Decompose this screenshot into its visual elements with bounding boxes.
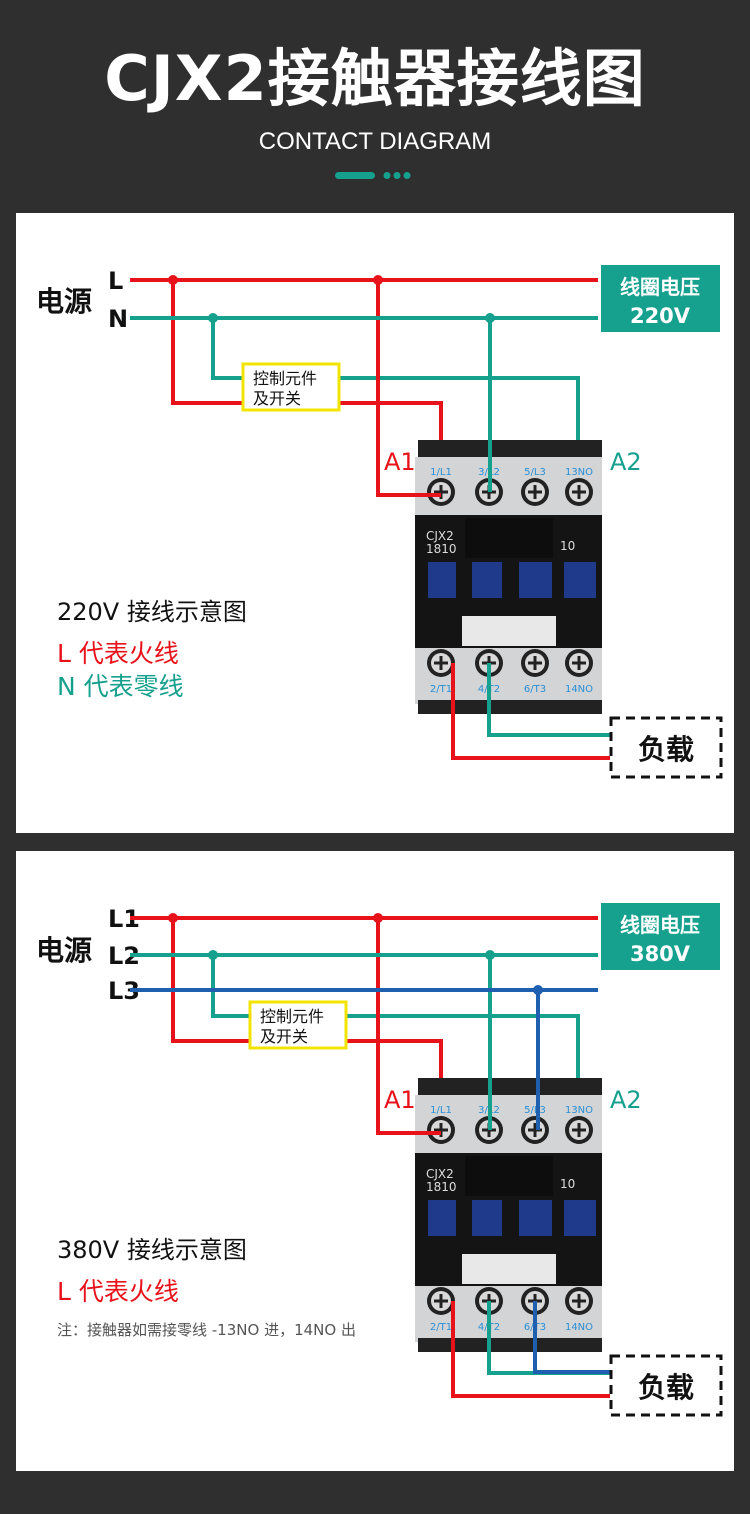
screw-cross bbox=[572, 485, 586, 499]
load-live-wire bbox=[451, 663, 610, 760]
junction-dot bbox=[208, 950, 218, 960]
contactor-aux-contacts: 10 bbox=[560, 539, 575, 553]
control-neutral-wire bbox=[211, 318, 580, 458]
top-terminal-label: 13NO bbox=[565, 1105, 593, 1116]
top-terminal-label: 1/L1 bbox=[430, 1105, 452, 1116]
screw-cross bbox=[528, 485, 542, 499]
screw-cross bbox=[528, 656, 542, 670]
bottom-terminal-label: 2/T1 bbox=[430, 1322, 452, 1333]
coil-voltage-label: 线圈电压 bbox=[620, 275, 700, 299]
contactor-blue-block bbox=[472, 562, 502, 598]
contactor-model: CJX2 bbox=[426, 529, 454, 543]
a2-label: A2 bbox=[610, 448, 642, 476]
junction-dot bbox=[485, 313, 495, 323]
screw-cross bbox=[434, 1294, 448, 1308]
control-element-box bbox=[241, 362, 341, 412]
screw-cross bbox=[572, 656, 586, 670]
junction-dot bbox=[373, 275, 383, 285]
contactor-model-number: 1810 bbox=[426, 542, 457, 556]
junction-dot bbox=[208, 313, 218, 323]
load-box bbox=[609, 1354, 723, 1417]
load-label: 负载 bbox=[638, 1371, 694, 1404]
page-title: CJX2接触器接线图 bbox=[104, 42, 646, 115]
dot-pill bbox=[335, 172, 375, 179]
top-terminal-label: 5/L3 bbox=[524, 467, 546, 478]
control-element-box bbox=[248, 1000, 348, 1050]
top-terminal-label: 1/L1 bbox=[430, 467, 452, 478]
contactor-blue-block bbox=[564, 562, 596, 598]
junction-dot bbox=[168, 275, 178, 285]
line-label: L bbox=[108, 267, 123, 295]
contactor-blue-block bbox=[519, 1200, 552, 1236]
contactor-model-number: 1810 bbox=[426, 1180, 457, 1194]
a1-label: A1 bbox=[384, 1086, 416, 1114]
junction-dot bbox=[533, 985, 543, 995]
contactor-blue-block bbox=[519, 562, 552, 598]
control-switch-label: 及开关 bbox=[253, 389, 301, 408]
junction-dot bbox=[485, 950, 495, 960]
diagram-caption: 380V 接线示意图 bbox=[57, 1236, 247, 1264]
main-live-in-wire bbox=[376, 280, 441, 497]
contactor-blue-block bbox=[472, 1200, 502, 1236]
contactor-window bbox=[465, 1156, 553, 1196]
power-source-label: 电源 bbox=[36, 934, 92, 967]
contactor-bottom-clips bbox=[418, 1338, 602, 1352]
load-l3-wire bbox=[533, 1301, 610, 1374]
dot bbox=[403, 172, 411, 179]
coil-voltage-box bbox=[601, 265, 720, 332]
coil-voltage-box bbox=[601, 903, 720, 970]
screw-cross bbox=[434, 656, 448, 670]
a2-label: A2 bbox=[610, 1086, 642, 1114]
contactor-aux-contacts: 10 bbox=[560, 1177, 575, 1191]
contactor-blue-block bbox=[428, 562, 456, 598]
dot bbox=[383, 172, 391, 179]
contactor-blue-block bbox=[564, 1200, 596, 1236]
load-box bbox=[609, 716, 723, 779]
bottom-terminal-label: 14NO bbox=[565, 684, 593, 695]
contactor-top-clips bbox=[418, 440, 602, 460]
bottom-terminal-label: 2/T1 bbox=[430, 684, 452, 695]
screw-cross bbox=[572, 1123, 586, 1137]
control-neutral-wire bbox=[211, 955, 580, 1096]
line-label: N bbox=[108, 305, 128, 333]
contactor-window bbox=[465, 518, 553, 558]
control-element-label: 控制元件 bbox=[260, 1007, 324, 1026]
contactor-white-plate bbox=[462, 1254, 556, 1284]
contactor-bottom-clips bbox=[418, 700, 602, 714]
load-live-wire bbox=[451, 1301, 610, 1398]
load-l2-wire bbox=[487, 663, 610, 737]
contactor-top-clips bbox=[418, 1078, 602, 1098]
junction-dot bbox=[168, 913, 178, 923]
legend-neutral: N 代表零线 bbox=[57, 672, 184, 701]
a1-label: A1 bbox=[384, 448, 416, 476]
contactor-white-plate bbox=[462, 616, 556, 646]
legend-live: L 代表火线 bbox=[57, 639, 179, 668]
junction-dot bbox=[373, 913, 383, 923]
bottom-terminal-label: 6/T3 bbox=[524, 684, 546, 695]
dot bbox=[393, 172, 401, 179]
page-subtitle: CONTACT DIAGRAM bbox=[258, 128, 492, 155]
decorative-dots bbox=[335, 172, 411, 179]
contactor-model: CJX2 bbox=[426, 1167, 454, 1181]
screw-cross bbox=[572, 1294, 586, 1308]
control-element-label: 控制元件 bbox=[253, 369, 317, 388]
bottom-terminal-label: 14NO bbox=[565, 1322, 593, 1333]
top-terminal-label: 13NO bbox=[565, 467, 593, 478]
control-switch-label: 及开关 bbox=[260, 1027, 308, 1046]
load-label: 负载 bbox=[638, 733, 694, 766]
coil-voltage-label: 线圈电压 bbox=[620, 913, 700, 937]
wiring-note: 注：接触器如需接零线 -13NO 进，14NO 出 bbox=[57, 1321, 356, 1339]
diagram-caption: 220V 接线示意图 bbox=[57, 598, 247, 626]
coil-voltage-value: 220V bbox=[630, 304, 691, 328]
top-terminal-label: 5/L3 bbox=[524, 1105, 546, 1116]
power-source-label: 电源 bbox=[36, 285, 92, 318]
contactor-blue-block bbox=[428, 1200, 456, 1236]
coil-voltage-value: 380V bbox=[630, 942, 691, 966]
legend-live: L 代表火线 bbox=[57, 1277, 179, 1306]
